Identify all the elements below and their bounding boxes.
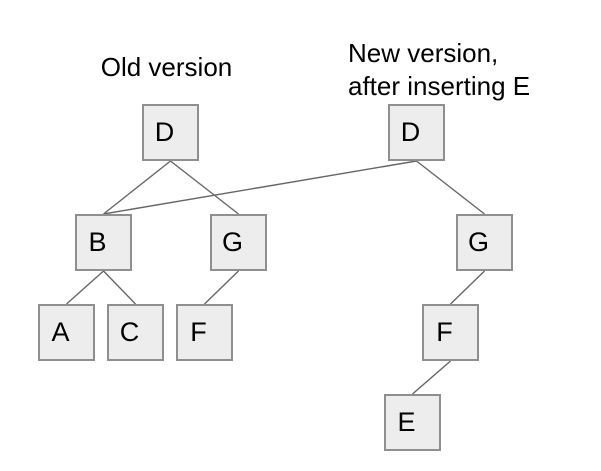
edge-new-D-to-old-B: [103, 160, 417, 215]
tree-node-new-F: F: [422, 304, 479, 361]
new-version-title-line1: New version,: [348, 38, 499, 68]
tree-node-old-G: G: [210, 214, 267, 271]
tree-node-label: B: [88, 227, 107, 257]
edge-new-G-to-new-F: [450, 270, 485, 305]
tree-node-old-A: A: [38, 304, 95, 361]
tree-node-label: G: [467, 227, 489, 257]
tree-node-label: C: [119, 317, 140, 347]
edge-old-B-to-old-A: [66, 270, 104, 305]
new-version-title-line2: after inserting E: [348, 71, 531, 101]
tree-node-new-G: G: [456, 214, 513, 271]
tree-node-new-D: D: [388, 104, 445, 161]
tree-node-label: G: [221, 227, 243, 257]
edge-old-D-to-old-G: [170, 160, 239, 215]
tree-node-label: E: [397, 407, 416, 437]
tree-node-old-D: D: [142, 104, 199, 161]
edge-new-D-to-new-G: [416, 160, 485, 215]
tree-node-old-F: F: [176, 304, 233, 361]
tree-node-label: D: [154, 117, 175, 147]
edge-old-D-to-old-B: [103, 160, 171, 215]
edge-new-F-to-new-E: [412, 360, 451, 395]
tree-node-label: A: [51, 317, 70, 347]
edge-old-B-to-old-C: [102, 270, 137, 305]
tree-node-old-C: C: [107, 304, 164, 361]
edge-old-G-to-old-F: [204, 270, 239, 305]
tree-node-old-B: B: [75, 214, 132, 271]
tree-node-label: F: [436, 317, 453, 347]
old-version-title: Old version: [100, 52, 233, 82]
tree-node-label: D: [400, 117, 421, 147]
tree-node-label: F: [190, 317, 207, 347]
new-version-title: New version, after inserting E: [348, 37, 530, 103]
tree-node-new-E: E: [384, 394, 441, 451]
